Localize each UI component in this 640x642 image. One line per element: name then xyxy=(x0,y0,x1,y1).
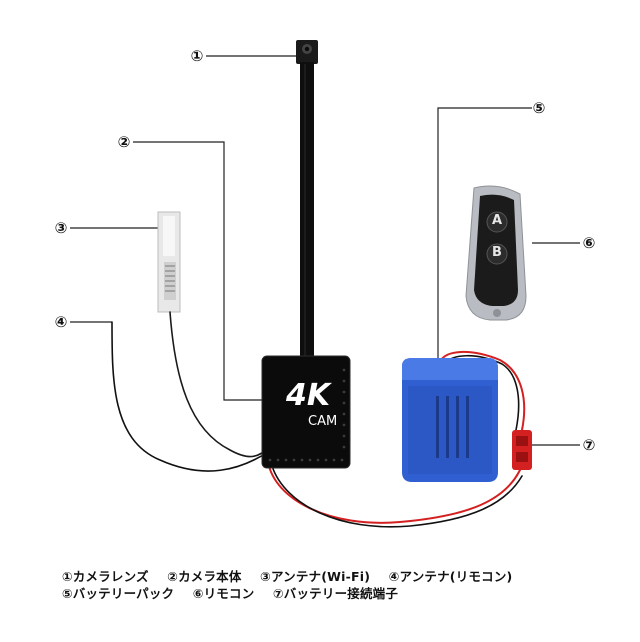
callout-7: ⑦ xyxy=(582,436,596,454)
remote-control xyxy=(465,185,527,321)
vent-hole xyxy=(268,458,272,462)
callout-1: ① xyxy=(190,47,204,65)
legend-line-2: ⑤バッテリーパック ⑥リモコン ⑦バッテリー接続端子 xyxy=(62,583,412,602)
legend-item-remote-antenna: ④アンテナ(リモコン) xyxy=(388,569,513,584)
vent-hole xyxy=(342,445,346,449)
vent-hole xyxy=(342,390,346,394)
legend-item-wifi-antenna: ③アンテナ(Wi-Fi) xyxy=(260,569,371,584)
battery-print-stripe xyxy=(456,396,459,458)
vent-hole xyxy=(342,423,346,427)
vent-hole xyxy=(284,458,288,462)
camera-4k-logo: 4K xyxy=(286,378,331,413)
vent-hole xyxy=(342,412,346,416)
battery-connector xyxy=(512,430,532,470)
battery-print-stripe xyxy=(446,396,449,458)
legend-item-battery-connector: ⑦バッテリー接続端子 xyxy=(272,586,399,601)
battery-red-lead xyxy=(439,350,526,431)
callout-6: ⑥ xyxy=(582,234,596,252)
vent-hole xyxy=(324,458,328,462)
legend-item-camera-body: ②カメラ本体 xyxy=(167,569,242,584)
black-power-wire xyxy=(271,465,523,528)
callout-5: ⑤ xyxy=(532,99,546,117)
legend-item-remote: ⑥リモコン xyxy=(192,586,255,601)
vent-hole xyxy=(342,379,346,383)
battery-pack xyxy=(402,358,498,482)
legend-item-camera-lens: ①カメラレンズ xyxy=(62,569,149,584)
remote-button-b: B xyxy=(492,245,502,260)
vent-hole xyxy=(342,401,346,405)
vent-hole xyxy=(342,368,346,372)
red-power-wire xyxy=(267,461,521,524)
remote-antenna-wire xyxy=(111,321,269,472)
camera-cam-label: CAM xyxy=(308,414,338,429)
vent-hole xyxy=(276,458,280,462)
battery-print-stripe xyxy=(436,396,439,458)
battery-print-stripe xyxy=(466,396,469,458)
vent-hole xyxy=(308,458,312,462)
leader-line-5 xyxy=(437,107,532,362)
vent-hole xyxy=(300,458,304,462)
camera-body xyxy=(261,355,351,469)
callout-3: ③ xyxy=(54,219,68,237)
callout-4: ④ xyxy=(54,313,68,331)
wifi-antenna xyxy=(157,211,181,313)
callout-2: ② xyxy=(117,133,131,151)
battery-black-lead xyxy=(443,354,520,431)
wifi-antenna-wire xyxy=(169,311,269,458)
vent-hole xyxy=(342,434,346,438)
vent-hole xyxy=(332,458,336,462)
leader-line-2 xyxy=(133,141,262,401)
vent-hole xyxy=(292,458,296,462)
vent-hole xyxy=(340,458,344,462)
legend-item-battery-pack: ⑤バッテリーパック xyxy=(62,586,175,601)
legend-line-1: ①カメラレンズ ②カメラ本体 ③アンテナ(Wi-Fi) ④アンテナ(リモコン) xyxy=(62,566,526,585)
camera-lens xyxy=(296,40,318,358)
vent-hole xyxy=(316,458,320,462)
remote-button-a: A xyxy=(491,213,503,228)
